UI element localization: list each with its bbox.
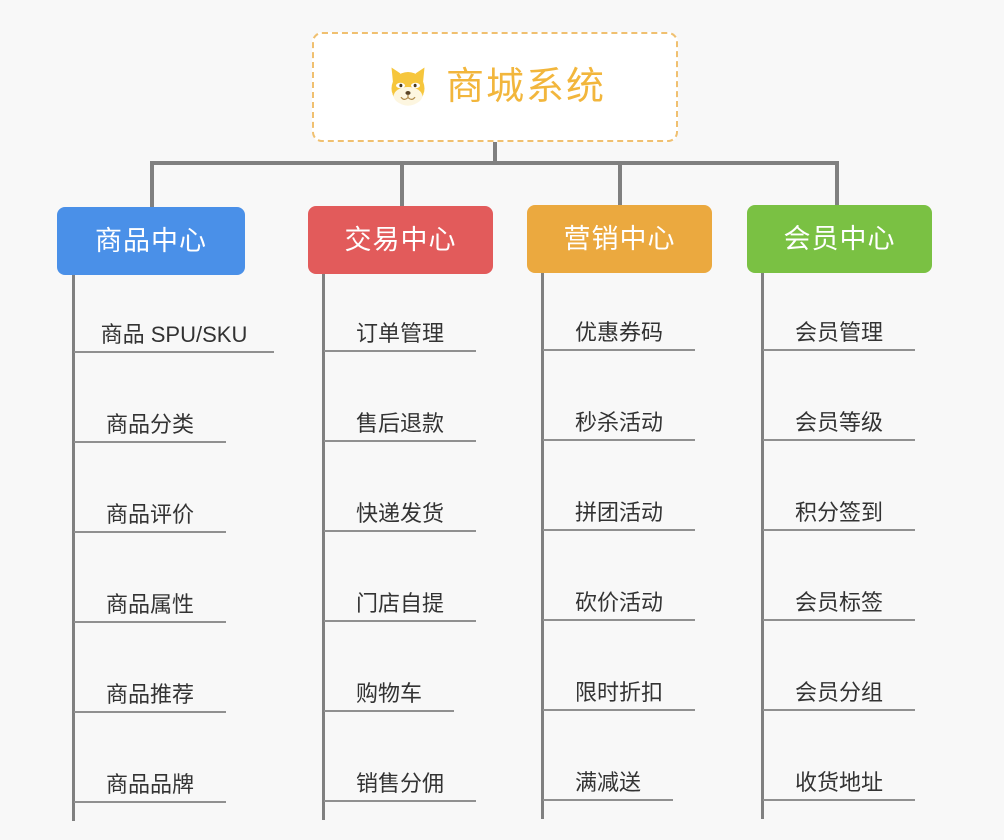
leaf-item[interactable]: 售后退款 bbox=[324, 350, 476, 442]
leaf-label: 收货地址 bbox=[794, 769, 883, 795]
category-label-4: 会员中心 bbox=[783, 223, 896, 254]
connector-drop-1 bbox=[150, 161, 154, 208]
leaf-item[interactable]: 积分签到 bbox=[763, 439, 915, 531]
category-box-4[interactable]: 会员中心 bbox=[747, 205, 932, 273]
column-spine-3 bbox=[541, 273, 544, 819]
leaf-label: 门店自提 bbox=[355, 590, 444, 616]
leaf-label: 会员分组 bbox=[794, 679, 883, 705]
column-spine-2 bbox=[322, 274, 325, 820]
leaf-label: 优惠券码 bbox=[574, 319, 663, 345]
category-label-2: 交易中心 bbox=[344, 224, 457, 255]
leaf-item[interactable]: 门店自提 bbox=[324, 530, 476, 622]
leaf-label: 限时折扣 bbox=[574, 679, 663, 705]
category-box-1[interactable]: 商品中心 bbox=[57, 207, 245, 275]
connector-drop-3 bbox=[618, 161, 622, 208]
leaf-label: 销售分佣 bbox=[355, 770, 444, 796]
leaf-label: 积分签到 bbox=[794, 499, 883, 525]
leaf-label: 会员标签 bbox=[794, 589, 883, 615]
leaf-item[interactable]: 优惠券码 bbox=[543, 259, 695, 351]
leaf-label: 会员管理 bbox=[794, 319, 883, 345]
leaf-item[interactable]: 满减送 bbox=[543, 709, 673, 801]
leaf-item[interactable]: 限时折扣 bbox=[543, 619, 695, 711]
connector-bus bbox=[150, 161, 839, 165]
leaf-label: 商品评价 bbox=[105, 501, 194, 527]
leaf-item[interactable]: 商品 SPU/SKU bbox=[74, 261, 274, 353]
leaf-item[interactable]: 商品品牌 bbox=[74, 711, 226, 803]
leaf-label: 商品分类 bbox=[105, 411, 194, 437]
leaf-label: 订单管理 bbox=[355, 320, 444, 346]
leaf-item[interactable]: 快递发货 bbox=[324, 440, 476, 532]
leaf-item[interactable]: 收货地址 bbox=[763, 709, 915, 801]
category-box-3[interactable]: 营销中心 bbox=[527, 205, 712, 273]
leaf-label: 拼团活动 bbox=[574, 499, 663, 525]
leaf-item[interactable]: 商品属性 bbox=[74, 531, 226, 623]
leaf-label: 砍价活动 bbox=[574, 589, 663, 615]
root-title: 商城系统 bbox=[445, 66, 606, 108]
leaf-label: 商品推荐 bbox=[105, 681, 194, 707]
leaf-label: 秒杀活动 bbox=[574, 409, 663, 435]
leaf-label: 会员等级 bbox=[794, 409, 883, 435]
leaf-label: 商品品牌 bbox=[105, 771, 194, 797]
connector-drop-2 bbox=[400, 161, 404, 208]
leaf-item[interactable]: 销售分佣 bbox=[324, 710, 476, 802]
leaf-item[interactable]: 商品评价 bbox=[74, 441, 226, 533]
leaf-label: 商品 SPU/SKU bbox=[100, 321, 248, 347]
connector-root-stem bbox=[493, 142, 497, 164]
leaf-label: 售后退款 bbox=[355, 410, 444, 436]
connector-drop-4 bbox=[835, 161, 839, 208]
column-spine-4 bbox=[761, 273, 764, 819]
leaf-item[interactable]: 会员管理 bbox=[763, 259, 915, 351]
leaf-item[interactable]: 商品推荐 bbox=[74, 621, 226, 713]
leaf-label: 商品属性 bbox=[105, 591, 194, 617]
leaf-item[interactable]: 砍价活动 bbox=[543, 529, 695, 621]
column-spine-1 bbox=[72, 275, 75, 821]
leaf-item[interactable]: 会员分组 bbox=[763, 619, 915, 711]
leaf-label: 购物车 bbox=[355, 680, 422, 706]
leaf-item[interactable]: 秒杀活动 bbox=[543, 349, 695, 441]
leaf-item[interactable]: 订单管理 bbox=[324, 260, 476, 352]
leaf-item[interactable]: 会员等级 bbox=[763, 349, 915, 441]
leaf-item[interactable]: 购物车 bbox=[324, 620, 454, 712]
category-box-2[interactable]: 交易中心 bbox=[308, 206, 493, 274]
leaf-label: 快递发货 bbox=[355, 500, 444, 526]
leaf-item[interactable]: 会员标签 bbox=[763, 529, 915, 621]
category-label-3: 营销中心 bbox=[563, 223, 676, 254]
leaf-label: 满减送 bbox=[574, 769, 641, 795]
root-node[interactable]: 商城系统 bbox=[312, 32, 678, 142]
leaf-item[interactable]: 商品分类 bbox=[74, 351, 226, 443]
shiba-dog-face-icon bbox=[391, 67, 425, 106]
category-label-1: 商品中心 bbox=[95, 225, 207, 256]
leaf-item[interactable]: 拼团活动 bbox=[543, 439, 695, 531]
